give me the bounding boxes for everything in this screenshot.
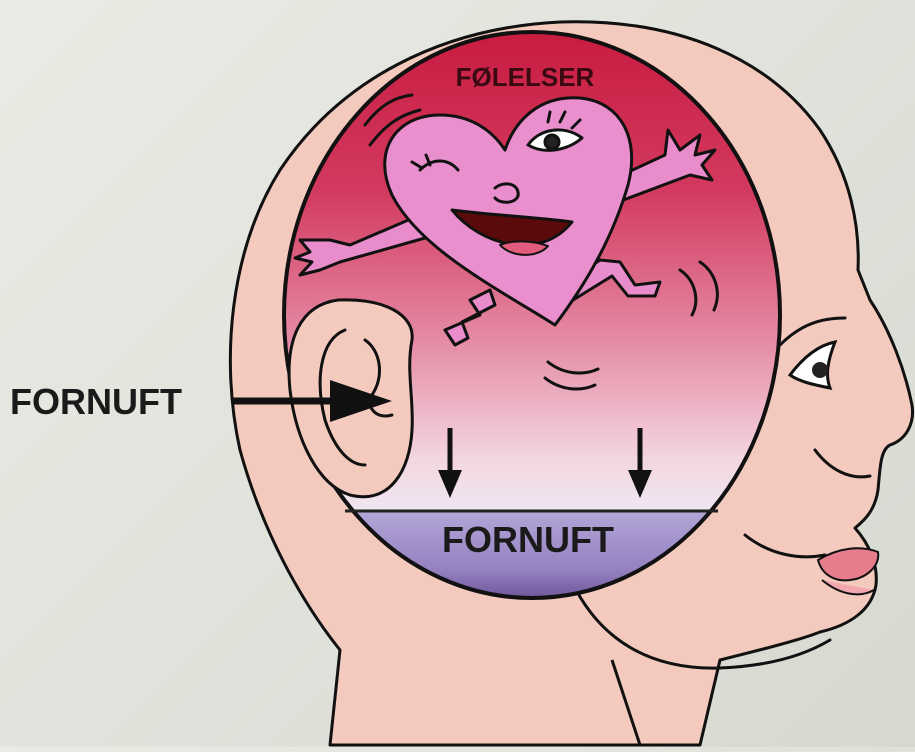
- emotion-label: FØLELSER: [456, 62, 595, 92]
- pupil: [812, 362, 828, 378]
- reason-label: FORNUFT: [442, 519, 614, 560]
- side-reason-label: FORNUFT: [10, 381, 182, 422]
